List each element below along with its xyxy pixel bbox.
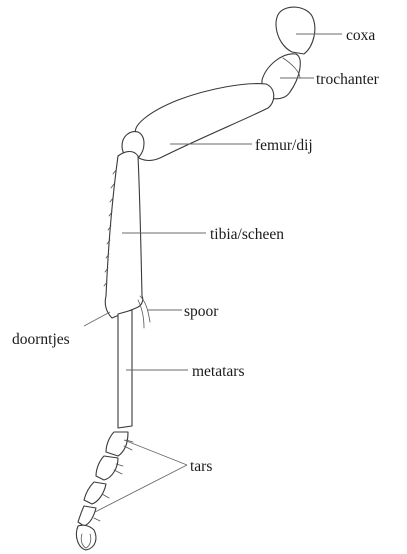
coxa-segment (275, 6, 316, 55)
label-doorntjes: doorntjes (12, 331, 70, 348)
metatarsus-segment (117, 309, 133, 429)
tarsal-claw-hooks (80, 533, 92, 549)
tarsus-segment-3 (83, 481, 107, 505)
tarsus-hairs (93, 439, 134, 522)
label-femur: femur/dij (255, 137, 313, 154)
label-tars: tars (190, 458, 212, 475)
tibia-spines (103, 169, 117, 287)
spur (137, 295, 151, 329)
trochanter-joint (282, 57, 301, 79)
tarsal-claw (75, 524, 97, 551)
tars-leader-2 (94, 464, 188, 513)
tarsus-segment-2 (95, 455, 119, 481)
tarsus-segment-4 (77, 505, 97, 527)
label-trochanter: trochanter (316, 71, 380, 88)
tibia-segment (104, 150, 144, 319)
label-spoor: spoor (184, 303, 219, 320)
label-tibia: tibia/scheen (210, 226, 284, 243)
tars-leader-1 (123, 439, 188, 466)
label-coxa: coxa (346, 27, 375, 44)
label-metatars: metatars (192, 363, 245, 380)
doorntjes-leader (83, 311, 111, 327)
tarsus-segment-1 (105, 431, 129, 457)
femur-segment (133, 83, 275, 161)
